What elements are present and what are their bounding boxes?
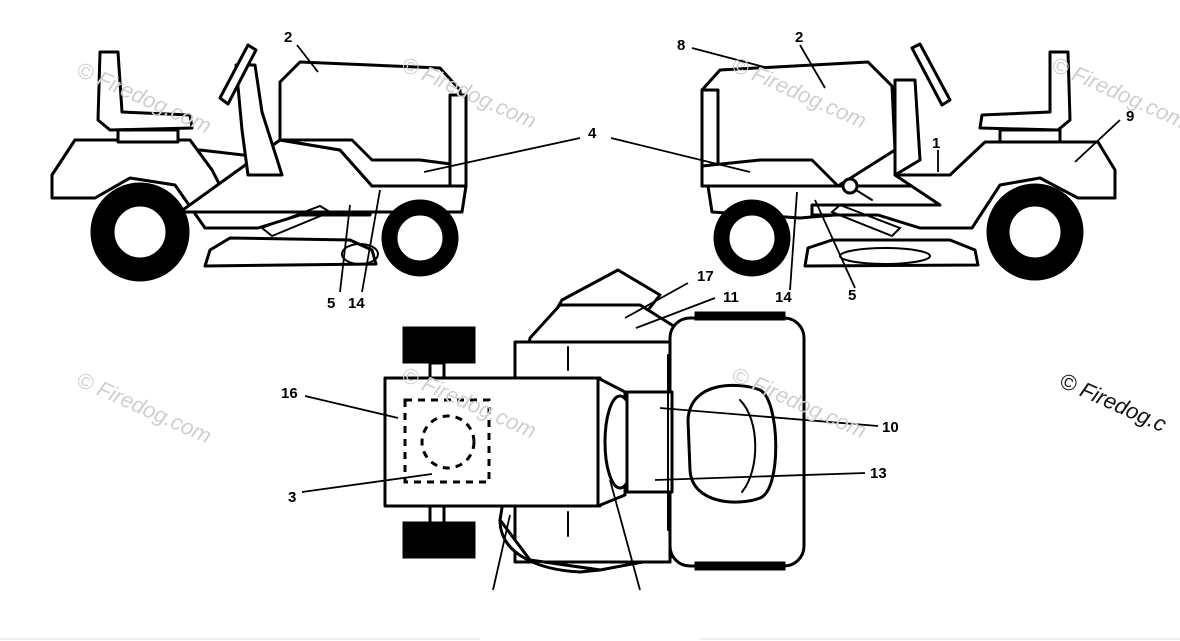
callout-2-right: 2 [795, 29, 803, 46]
leader-lines [296, 44, 1121, 591]
callout-labels: 2 4 5 14 8 2 9 1 14 5 17 11 16 3 10 13 [281, 29, 1134, 506]
callout-8: 8 [677, 37, 685, 54]
callout-9: 9 [1126, 108, 1134, 125]
copyright-text: © Firedog.c [1056, 368, 1170, 437]
left-side-mower [50, 43, 468, 282]
right-side-mower [700, 42, 1117, 281]
callout-3: 3 [288, 489, 296, 506]
callout-17: 17 [697, 268, 714, 285]
callout-13: 13 [870, 465, 887, 482]
callout-16: 16 [281, 385, 298, 402]
callout-5-left: 5 [327, 295, 335, 312]
watermark-text: © Firedog.com [73, 367, 215, 449]
top-view-mower [383, 268, 806, 574]
callout-2-left: 2 [284, 29, 292, 46]
callout-4: 4 [588, 125, 597, 142]
callout-14-left: 14 [348, 295, 365, 312]
callout-5-right: 5 [848, 287, 856, 304]
callout-14-right: 14 [775, 289, 792, 306]
callout-10: 10 [882, 419, 899, 436]
callout-1: 1 [932, 135, 940, 152]
callout-11: 11 [723, 289, 739, 306]
